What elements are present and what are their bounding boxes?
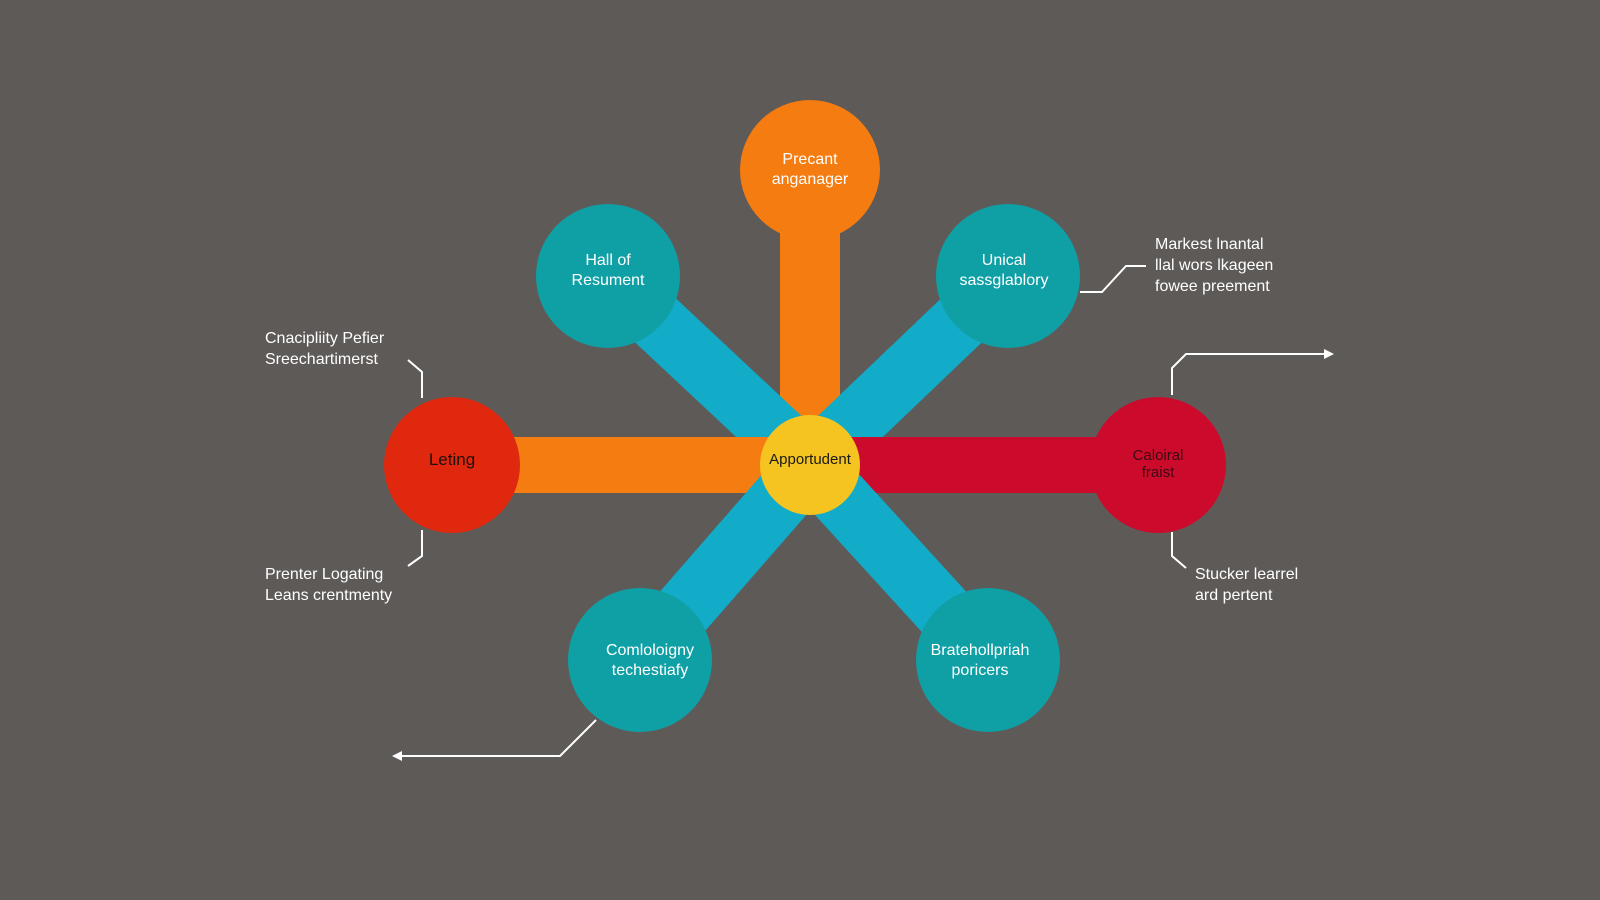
annotation-upper-right-line3: fowee preement	[1155, 278, 1270, 295]
hub-label-text: Apportudent	[769, 451, 851, 468]
node-right-line1: Caloiral	[1132, 447, 1184, 464]
node-upper-right-label: Unical sassglablory	[934, 246, 1074, 296]
node-lower-right-line2: poricers	[951, 662, 1009, 679]
node-lower-right-label: Bratehollpriah poricers	[900, 636, 1060, 686]
annotation-upper-right-line2: llal wors lkageen	[1155, 257, 1274, 274]
annotation-lower-right: Stucker learrel ard pertent	[1195, 564, 1298, 606]
node-lower-left-line1: Comloloigny	[605, 642, 695, 659]
node-top	[740, 100, 880, 240]
annotation-lower-right-line1: Stucker learrel	[1195, 566, 1299, 583]
annotation-lower-left-line1: Prenter Logating	[265, 566, 384, 583]
node-lower-left-line2: techestiafy	[611, 662, 689, 679]
node-left-line1: Leting	[428, 450, 476, 469]
node-right-line2: fraist	[1141, 464, 1175, 481]
node-top-line2: anganager	[771, 171, 849, 188]
node-upper-right-line2: sassglablory	[959, 272, 1049, 289]
arrowhead-left	[392, 751, 402, 761]
node-top-line1: Precant	[782, 151, 838, 168]
connector-lower-right	[1171, 532, 1187, 569]
annotation-lower-left: Prenter Logating Leans crentmenty	[265, 564, 392, 606]
connector-upper-right	[1080, 265, 1146, 293]
annotation-upper-left: Cnacipliity Pefier Sreechartimerst	[265, 328, 384, 370]
connector-right-arrow	[1171, 353, 1330, 395]
connector-layer	[392, 265, 1334, 761]
node-upper-left	[536, 204, 680, 348]
hub-node	[760, 415, 860, 515]
node-lower-right	[916, 588, 1060, 732]
node-upper-right-line1: Unical	[981, 252, 1027, 269]
node-right-label: Caloiral fraist	[1098, 444, 1218, 484]
connector-lower-left	[407, 530, 423, 567]
arrowhead-right	[1324, 349, 1334, 359]
connector-upper-left	[407, 359, 423, 398]
node-lower-left	[568, 588, 712, 732]
node-upper-right	[936, 204, 1080, 348]
node-upper-left-label: Hall of Resument	[538, 246, 678, 296]
node-left-label: Leting	[392, 440, 512, 480]
annotation-upper-right-line1: Markest lnantal	[1155, 236, 1264, 253]
node-top-label: Precant anganager	[740, 145, 880, 195]
annotation-upper-left-line2: Sreechartimerst	[265, 351, 378, 368]
node-layer	[384, 100, 1226, 732]
annotation-upper-right: Markest lnantal llal wors lkageen fowee …	[1155, 234, 1273, 297]
node-upper-left-line2: Resument	[571, 272, 645, 289]
annotation-lower-right-line2: ard pertent	[1195, 587, 1273, 604]
annotation-lower-left-line2: Leans crentmenty	[265, 587, 393, 604]
annotation-upper-left-line1: Cnacipliity Pefier	[265, 330, 385, 347]
hub-label: Apportudent	[748, 440, 872, 480]
node-lower-left-label: Comloloigny techestiafy	[570, 636, 730, 686]
connector-lower-left-arrow	[398, 719, 597, 757]
node-upper-left-line1: Hall of	[585, 252, 631, 269]
node-lower-right-line1: Bratehollpriah	[930, 642, 1030, 659]
node-left	[384, 397, 520, 533]
node-right	[1090, 397, 1226, 533]
